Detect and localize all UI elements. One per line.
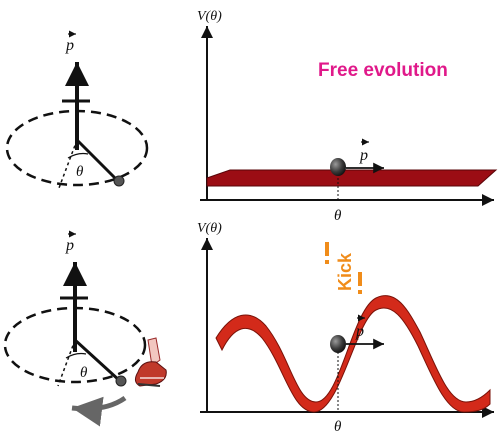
x-axis-label: θ xyxy=(334,419,342,435)
reference-line xyxy=(58,139,78,189)
kick-mark-bottom xyxy=(358,272,362,286)
rotor-angle-label: θ xyxy=(76,164,84,180)
top-potential-plot: V(θ) θ p Free evolution xyxy=(197,9,498,224)
rotor-momentum-label: p xyxy=(65,237,74,254)
bottom-potential-plot: V(θ) θ p Kick xyxy=(197,221,494,435)
rotor-angle-label: θ xyxy=(80,365,88,381)
rotation-direction-arrow xyxy=(71,395,127,427)
rotor-arm xyxy=(73,338,122,383)
kick-mark-bottom-dot xyxy=(358,290,362,294)
rotor-arm xyxy=(75,138,120,183)
particle-ball xyxy=(330,335,346,353)
particle-ball xyxy=(330,158,346,176)
particle-momentum-label: p xyxy=(355,323,364,340)
y-axis-label: V(θ) xyxy=(197,9,222,24)
angle-arc xyxy=(65,352,87,359)
x-axis-label: θ xyxy=(334,208,342,224)
top-rotor: p θ xyxy=(5,30,149,189)
bottom-rotor: p θ xyxy=(3,230,167,427)
particle-momentum-label: p xyxy=(359,147,368,164)
kick-mark-top-dot xyxy=(325,260,329,264)
kick-caption-group: Kick xyxy=(325,242,362,294)
y-axis-label: V(θ) xyxy=(197,221,222,236)
free-evolution-caption: Free evolution xyxy=(318,60,448,81)
angle-arc xyxy=(67,152,89,159)
reference-line xyxy=(57,339,76,387)
flat-potential-surface xyxy=(206,169,498,187)
rotor-mass xyxy=(115,375,127,387)
cosine-potential-surface xyxy=(215,295,491,413)
kick-caption: Kick xyxy=(335,252,355,291)
rotor-mass xyxy=(113,175,125,187)
kick-mark-top xyxy=(325,242,329,256)
rotor-momentum-label: p xyxy=(65,37,74,54)
kicking-foot-icon xyxy=(134,337,167,387)
